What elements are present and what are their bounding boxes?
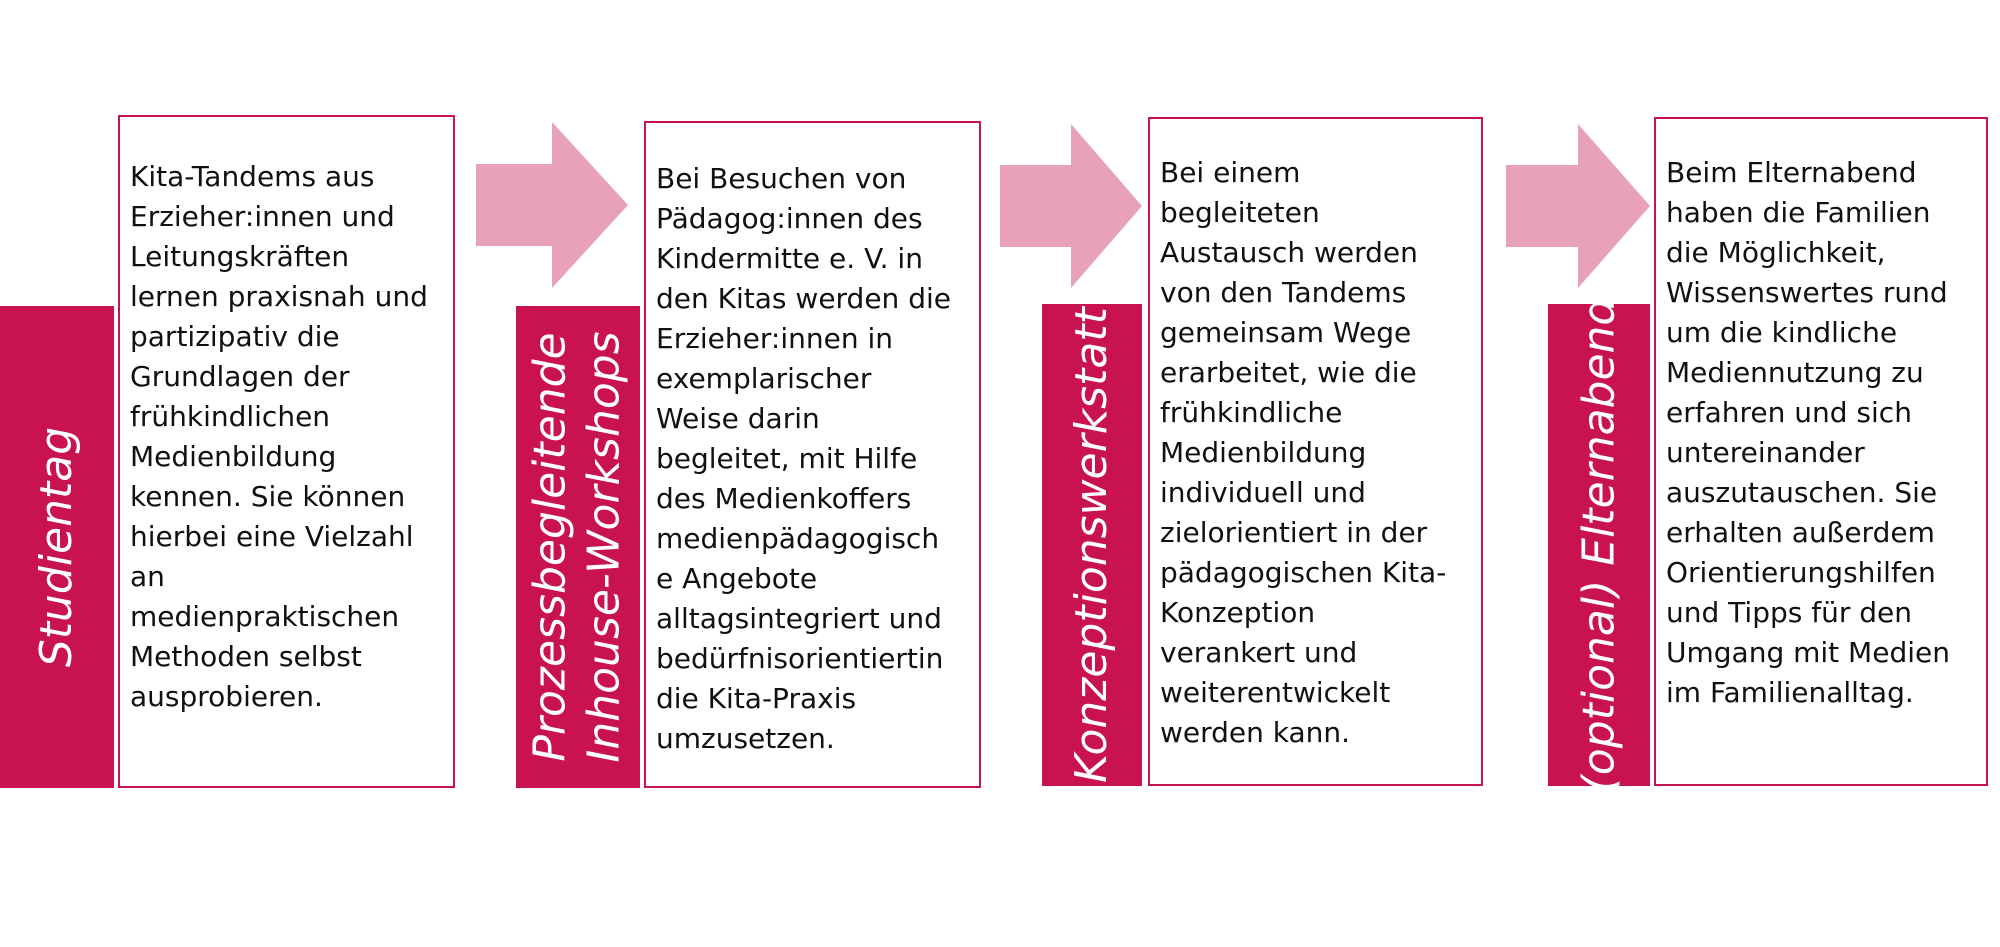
- step-4-description: Beim Elternabend haben die Familien die …: [1666, 156, 1950, 709]
- step-3-label-line-1: Konzeptionswerkstatt: [1066, 307, 1118, 783]
- step-2-label: Prozessbegleitende Inhouse-Workshops: [524, 331, 632, 762]
- arrow-2-icon: [1000, 124, 1142, 288]
- step-3-description: Bei einem begleiteten Austausch werden v…: [1160, 156, 1447, 749]
- step-2-label-line-2: Inhouse-Workshops: [579, 331, 631, 763]
- step-4-label: (optional) Elternabend: [1572, 298, 1626, 793]
- step-2-description-box: Bei Besuchen von Pädagog:innen des Kinde…: [644, 121, 981, 788]
- step-1-description-box: Kita-Tandems aus Erzieher:innen und Leit…: [118, 115, 455, 788]
- step-3-description-box: Bei einem begleiteten Austausch werden v…: [1148, 117, 1483, 786]
- step-2-label-line-1: Prozessbegleitende: [525, 332, 577, 762]
- step-1-description: Kita-Tandems aus Erzieher:innen und Leit…: [130, 160, 428, 713]
- arrow-3-icon: [1506, 124, 1650, 288]
- step-2-description: Bei Besuchen von Pädagog:innen des Kinde…: [656, 162, 951, 755]
- step-1-label-line-1: Studientag: [31, 426, 83, 668]
- arrow-1-icon: [476, 122, 628, 288]
- step-4-label-tab: (optional) Elternabend: [1548, 298, 1650, 792]
- step-1-label-tab: Studientag: [0, 306, 114, 788]
- step-2-label-tab: Prozessbegleitende Inhouse-Workshops: [516, 306, 640, 788]
- step-3-label: Konzeptionswerkstatt: [1065, 307, 1119, 783]
- step-3-label-tab: Konzeptionswerkstatt: [1042, 304, 1142, 786]
- step-1-label: Studientag: [30, 427, 84, 667]
- step-4-description-box: Beim Elternabend haben die Familien die …: [1654, 117, 1988, 786]
- step-4-label-line-1: (optional) Elternabend: [1573, 297, 1624, 793]
